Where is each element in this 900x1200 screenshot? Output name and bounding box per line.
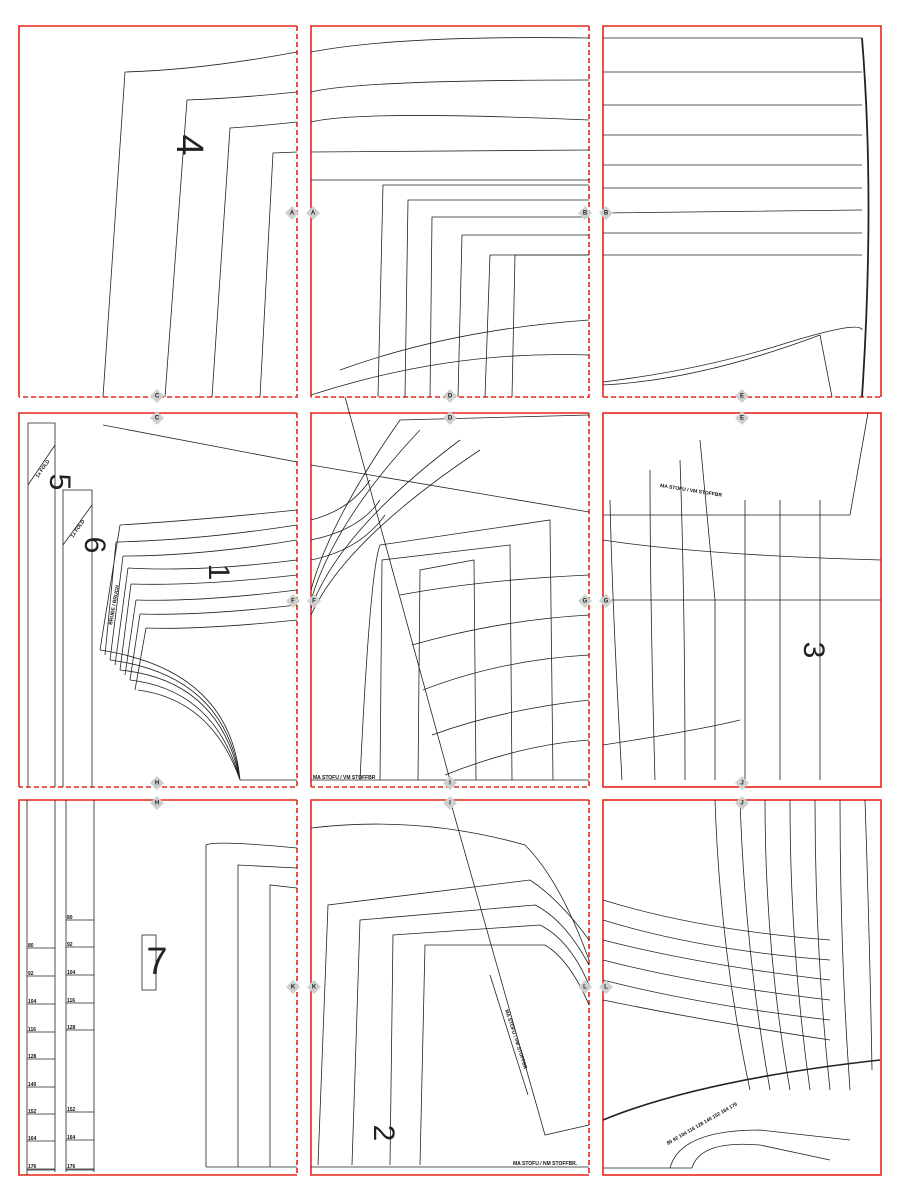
size-label-92: 92	[67, 942, 73, 948]
svg-text:A: A	[290, 211, 295, 217]
piece-number-5: 5	[43, 474, 76, 491]
svg-text:F: F	[291, 599, 295, 605]
registration-mark-l: L	[578, 980, 592, 994]
size-label-116: 116	[67, 998, 75, 1004]
svg-text:G: G	[583, 599, 588, 605]
size-labels: 80 92 104 116 128 140 152 164 176 80 92 104 116 128 15…	[27, 915, 94, 1170]
registration-mark-k: K	[307, 980, 321, 994]
registration-mark-e: E	[735, 411, 749, 425]
registration-mark-a: A	[285, 206, 299, 220]
svg-text:F: F	[312, 599, 316, 605]
registration-mark-c: C	[150, 411, 164, 425]
grain-note-bottom: MA STOFU / NM STOFFBR.	[513, 1161, 578, 1167]
svg-text:L: L	[583, 985, 587, 991]
svg-text:K: K	[291, 985, 296, 991]
svg-text:I: I	[449, 801, 451, 807]
registration-mark-g: G	[578, 594, 592, 608]
registration-mark-i: I	[443, 776, 457, 790]
piece-number-4: 4	[168, 134, 210, 155]
size-label-152: 152	[28, 1109, 37, 1115]
size-label-104: 104	[28, 999, 37, 1005]
registration-mark-f: F	[286, 594, 300, 608]
registration-mark-i: I	[443, 796, 457, 810]
registration-marks: A A B B C C D D E E F F G G H H I I J J K K L L	[150, 206, 749, 994]
pattern-cut-lines	[26, 37, 882, 1175]
size-label-176: 176	[28, 1164, 37, 1170]
svg-text:A: A	[311, 211, 316, 217]
size-label-128: 128	[28, 1054, 37, 1060]
registration-mark-a: A	[306, 206, 320, 220]
svg-text:I: I	[449, 781, 451, 787]
registration-mark-j: J	[735, 796, 749, 810]
piece-number-6: 6	[78, 537, 111, 554]
svg-text:K: K	[312, 985, 317, 991]
registration-mark-j: J	[735, 776, 749, 790]
registration-mark-b: B	[599, 206, 613, 220]
size-label-104: 104	[67, 970, 76, 976]
svg-text:H: H	[155, 801, 159, 807]
registration-mark-c: C	[150, 389, 164, 403]
registration-mark-h: H	[150, 796, 164, 810]
registration-mark-g: G	[599, 594, 613, 608]
registration-mark-b: B	[578, 206, 592, 220]
registration-mark-k: K	[286, 980, 300, 994]
size-label-176: 176	[67, 1164, 76, 1170]
grain-note-right: MA STOFU / VM STOFFBR	[660, 483, 723, 499]
size-label-140: 140	[28, 1082, 37, 1088]
size-label-80: 80	[28, 943, 34, 949]
piece-number-2: 2	[367, 1125, 400, 1142]
svg-text:C: C	[155, 394, 160, 400]
registration-mark-f: F	[307, 594, 321, 608]
svg-text:J: J	[740, 801, 743, 807]
piece-number-3: 3	[797, 642, 830, 659]
size-label-128: 128	[67, 1025, 76, 1031]
piece-number-7: 7	[146, 941, 167, 983]
size-label-164: 164	[67, 1135, 76, 1141]
grain-note-diagonal: MA STOFU / VM STOFFBR	[503, 1009, 528, 1071]
registration-mark-e: E	[735, 389, 749, 403]
svg-text:D: D	[448, 416, 453, 422]
svg-text:D: D	[448, 394, 453, 400]
svg-text:C: C	[155, 416, 160, 422]
svg-text:E: E	[740, 416, 744, 422]
piece-number-1: 1	[202, 564, 235, 581]
size-label-80: 80	[67, 915, 73, 921]
svg-text:J: J	[740, 781, 743, 787]
svg-text:E: E	[740, 394, 744, 400]
registration-mark-l: L	[599, 980, 613, 994]
arc-size-label: 80 92 104 116 128 140 152 164 176	[666, 1101, 739, 1146]
size-label-152: 152	[67, 1107, 76, 1113]
size-label-116: 116	[28, 1027, 36, 1033]
svg-text:B: B	[583, 211, 588, 217]
svg-text:L: L	[604, 985, 608, 991]
size-label-92: 92	[28, 971, 34, 977]
registration-mark-d: D	[443, 389, 457, 403]
svg-text:H: H	[155, 781, 159, 787]
svg-text:G: G	[604, 599, 609, 605]
grain-note-middle: MA STOFU / VM STOFFBR	[313, 775, 376, 781]
svg-text:B: B	[604, 211, 609, 217]
registration-mark-d: D	[443, 411, 457, 425]
registration-mark-h: H	[150, 776, 164, 790]
size-label-164: 164	[28, 1136, 37, 1142]
